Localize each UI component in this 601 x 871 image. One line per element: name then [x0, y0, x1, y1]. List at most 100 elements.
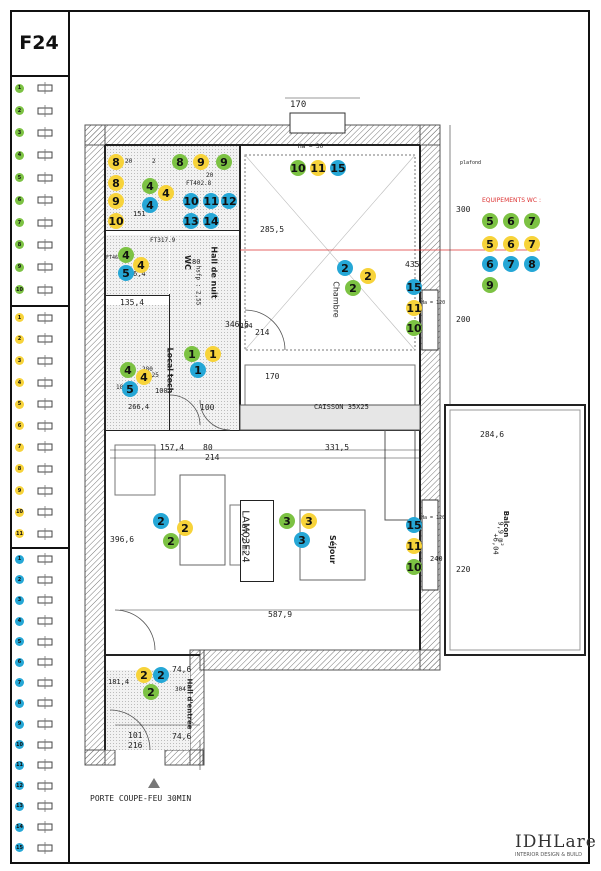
fixture-marker: 2: [345, 280, 361, 296]
dim-285-5: 285,5: [260, 225, 285, 234]
legend-row: 15: [10, 837, 68, 858]
legend-number: 8: [15, 240, 24, 250]
wc-equipment-marker: 9: [482, 277, 498, 293]
dimension-lines: [110, 97, 451, 770]
bed-outline: [244, 154, 416, 351]
fixture-marker: 1: [184, 346, 200, 362]
room-hall-nuit-dim: hsfp : 2,55: [194, 265, 202, 306]
dim-80: 80: [203, 443, 213, 452]
fixture-marker: 9: [108, 193, 124, 209]
fixture-icon: [34, 552, 56, 566]
fixture-icon: [34, 593, 56, 607]
dim-185: 185: [116, 384, 127, 391]
fixture-marker: 10: [406, 320, 422, 336]
dim-181-4: 181,4: [108, 678, 130, 686]
dim-170b: 170: [265, 372, 280, 381]
legend-number: 9: [15, 719, 24, 729]
label-ha120b: Ha = 120: [421, 515, 446, 521]
fixture-marker: 11: [406, 538, 422, 554]
entry-arrow: [148, 778, 160, 788]
fixture-icon: [34, 354, 56, 368]
legend-row: 13: [10, 796, 68, 817]
legend-row: 9: [10, 480, 68, 502]
legend-row: 5: [10, 631, 68, 652]
room-hall-nuit: Hall de nuit: [209, 246, 219, 299]
legend-row: 1: [10, 307, 68, 329]
fixture-icon: [34, 376, 56, 390]
dim-74-6a: 74,6: [172, 665, 192, 674]
dim-214a: 214: [255, 328, 270, 337]
dim-284-6: 284,6: [480, 430, 505, 439]
fixture-marker: 2: [163, 533, 179, 549]
logo-text: IDHLare: [515, 832, 597, 852]
legend-number: 2: [15, 106, 24, 116]
dim-20b: 20: [206, 172, 214, 179]
room-local-tech: Local tech: [165, 347, 175, 394]
fixture-marker: 15: [406, 279, 422, 295]
legend-row: 3: [10, 122, 68, 144]
legend-row: 8: [10, 458, 68, 480]
fixture-marker: 4: [120, 362, 136, 378]
windows: [289, 112, 439, 591]
fixture-marker: 5: [118, 265, 134, 281]
fixture-marker: 1: [205, 346, 221, 362]
fixture-marker: 8: [172, 154, 188, 170]
dim-2: 2: [152, 158, 156, 165]
night-hall-tiles: [170, 235, 239, 430]
legend-row: 4: [10, 372, 68, 394]
dim-304: 304: [175, 686, 186, 693]
legend-row: 5: [10, 167, 68, 189]
dim-225: 225: [148, 372, 159, 379]
fixture-icon: [34, 283, 56, 297]
legend-number: 7: [15, 442, 24, 452]
legend-row: 12: [10, 776, 68, 797]
legend-number: 7: [15, 678, 24, 688]
legend-number: 2: [15, 575, 24, 585]
wc-equipment-title: EQUIPEMENTS WC :: [482, 197, 541, 204]
fixture-marker: 13: [183, 213, 199, 229]
fixture-marker: 9: [216, 154, 232, 170]
fixture-icon: [34, 779, 56, 793]
legend-row: 9: [10, 714, 68, 735]
apartment-tag: LAM03F24 67,2 m²: [240, 500, 274, 582]
legend-number: 5: [15, 637, 24, 647]
fixture-icon: [34, 820, 56, 834]
label-plafond: plafond: [460, 160, 482, 166]
fixture-icon: [34, 419, 56, 433]
fixture-icon: [34, 758, 56, 772]
caisson-block: [239, 404, 421, 431]
label-ft317: FT317.9: [150, 237, 176, 244]
legend-row: 6: [10, 189, 68, 211]
legend-number: 8: [15, 464, 24, 474]
tech-tiles: [106, 305, 169, 430]
legend-number: 4: [15, 378, 24, 388]
fixture-marker: 4: [133, 257, 149, 273]
legend-number: 1: [15, 83, 24, 93]
fixture-icon: [34, 104, 56, 118]
door-swings: [109, 309, 286, 751]
dim-100a: 100: [200, 403, 215, 412]
label-ft402: FT402.8: [186, 180, 212, 187]
fixture-marker: 4: [136, 369, 152, 385]
dim-6-4: 6,4: [133, 270, 146, 278]
legend-number: 4: [15, 616, 24, 626]
legend-row: 10: [10, 734, 68, 755]
dim-135-4: 135,4: [120, 298, 145, 307]
legend-number: 11: [15, 529, 24, 539]
fixture-marker: 14: [203, 213, 219, 229]
fixture-icon: [34, 717, 56, 731]
legend-number: 3: [15, 595, 24, 605]
fixture-icon: [34, 81, 56, 95]
fixture-marker: 2: [177, 520, 193, 536]
dim-151: 151: [133, 210, 146, 218]
balcony-inner: [449, 409, 581, 651]
fixture-marker: 2: [136, 667, 152, 683]
fixture-marker: 11: [310, 160, 326, 176]
legend-number: 10: [15, 285, 24, 295]
legend-row: 6: [10, 652, 68, 673]
fixture-marker: 10: [406, 559, 422, 575]
fixture-icon: [34, 260, 56, 274]
legend-number: 5: [15, 173, 24, 183]
